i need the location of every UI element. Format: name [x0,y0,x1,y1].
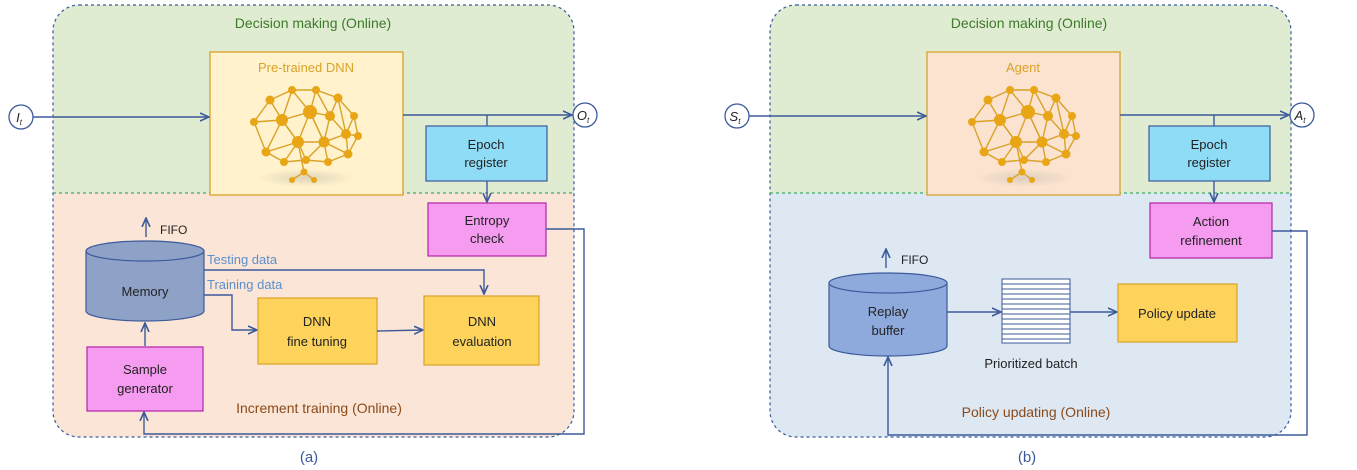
eval-line1: DNN [468,314,496,329]
tuning-line1: DNN [303,314,331,329]
fifo-label-a: FIFO [160,223,187,237]
sample-line2: generator [117,381,173,396]
epoch-register-b [1148,125,1271,182]
output-node-b [1289,102,1315,128]
action-refinement-box [1149,202,1273,259]
memory-label: Memory [122,284,169,299]
input-label-a: It [16,110,23,127]
dnn-fine-tuning-box [257,297,378,365]
testing-data-label: Testing data [207,252,278,267]
eval-line2: evaluation [452,334,511,349]
dnn-evaluation-box [423,295,540,366]
fifo-label-b: FIFO [901,253,928,267]
epoch-line2-b: register [1187,155,1231,170]
memory-cylinder [85,240,205,322]
buffer-line2: buffer [871,323,905,338]
output-node-a [572,102,598,128]
panel-a: Decision making (Online) Pre-trained DNN… [8,4,598,466]
sample-line1: Sample [123,362,167,377]
tuning-line2: fine tuning [287,334,347,349]
prioritized-batch-stack [1001,278,1071,344]
output-label-b: At [1294,108,1307,125]
epoch-line2-a: register [464,155,508,170]
training-data-label: Training data [207,277,283,292]
replay-buffer-cylinder [828,272,948,357]
epoch-register-a [425,125,548,182]
policy-update-box [1117,283,1238,343]
caption-a: (a) [300,449,318,466]
entropy-line2: check [470,231,504,246]
training-title-a: Increment training (Online) [236,400,402,416]
caption-b: (b) [1018,449,1036,466]
sample-generator-box [86,346,204,412]
online-title-b: Decision making (Online) [951,15,1107,31]
policy-title-b: Policy updating (Online) [962,404,1111,420]
policy-update-label: Policy update [1138,306,1216,321]
output-label-a: Ot [577,108,590,125]
entropy-line1: Entropy [465,213,510,228]
agent-title: Agent [1006,60,1040,75]
buffer-line1: Replay [868,304,909,319]
input-label-b: St [730,109,742,126]
action-line1: Action [1193,214,1229,229]
dnn-title: Pre-trained DNN [258,60,354,75]
batch-label: Prioritized batch [984,356,1077,371]
action-line2: refinement [1180,233,1242,248]
epoch-line1-b: Epoch [1191,137,1228,152]
epoch-line1-a: Epoch [468,137,505,152]
online-title-a: Decision making (Online) [235,15,391,31]
entropy-check-box [427,202,547,257]
panel-b: Decision making (Online) Agent St At Epo… [724,4,1315,466]
